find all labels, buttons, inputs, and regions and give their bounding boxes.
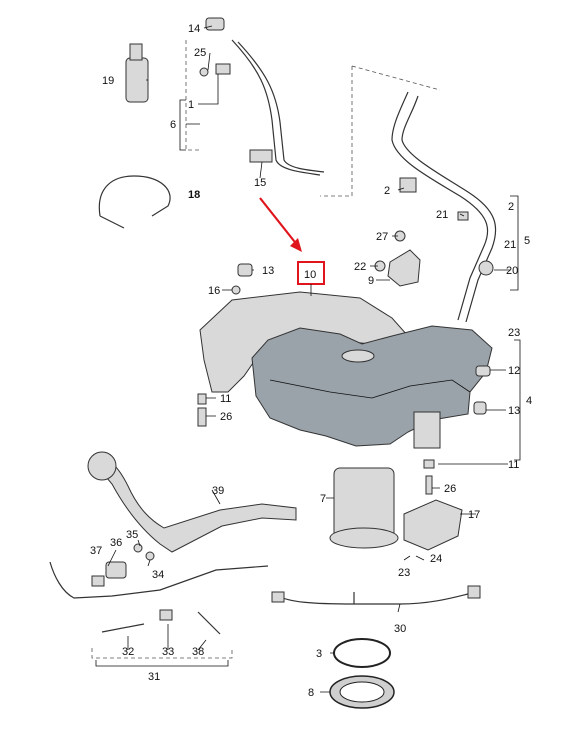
callout-18: 18 xyxy=(188,189,200,201)
callout-19: 19 xyxy=(102,75,114,87)
callout-22: 22 xyxy=(354,261,366,273)
callout-23-bottom: 23 xyxy=(398,567,410,579)
bracket-line-4 xyxy=(514,339,521,461)
callout-7: 7 xyxy=(320,493,326,505)
callout-8: 8 xyxy=(308,687,314,699)
bolt-26-right xyxy=(425,475,433,495)
callout-1: 1 xyxy=(188,99,194,111)
connector-30b xyxy=(467,585,481,599)
part-37 xyxy=(91,575,105,587)
vent-line-upper xyxy=(231,39,321,176)
bolt-25 xyxy=(199,67,209,77)
callout-12: 12 xyxy=(508,365,520,377)
callout-24: 24 xyxy=(430,553,442,565)
callout-37: 37 xyxy=(90,545,102,557)
group-outline-top xyxy=(185,40,441,197)
clamp-35 xyxy=(133,543,143,553)
callout-26-right: 26 xyxy=(444,483,456,495)
bracket-9 xyxy=(387,249,421,287)
filler-neck-cap xyxy=(87,451,117,481)
callout-15: 15 xyxy=(254,177,266,189)
callout-14: 14 xyxy=(188,23,200,35)
connector-30a xyxy=(271,591,285,603)
seal-ring-3 xyxy=(333,638,391,668)
callout-30: 30 xyxy=(394,623,406,635)
callout-34: 34 xyxy=(152,569,164,581)
callout-9: 9 xyxy=(368,275,374,287)
leaders xyxy=(107,25,510,693)
callout-4: 4 xyxy=(526,395,532,407)
callout-39: 39 xyxy=(212,485,224,497)
callout-35: 35 xyxy=(126,529,138,541)
cable-18 xyxy=(98,175,171,229)
fuel-line-right-2 xyxy=(401,95,497,323)
grommet-20 xyxy=(478,260,494,276)
group-outline-31 xyxy=(91,648,233,659)
clamp-34 xyxy=(145,551,155,561)
fuel-tank-ridge xyxy=(269,379,471,399)
fuel-tank-mount-bracket xyxy=(413,411,441,449)
callout-2-upper: 2 xyxy=(384,185,390,197)
nut-16 xyxy=(231,285,241,295)
cap-12 xyxy=(475,365,491,377)
connector-14 xyxy=(205,17,225,31)
vent-hose-assembly xyxy=(49,561,269,599)
callout-33: 33 xyxy=(162,646,174,658)
fuel-pump-7-flange xyxy=(329,527,399,549)
callout-31: 31 xyxy=(148,671,160,683)
callout-11-left: 11 xyxy=(220,393,231,405)
bracket-line-5 xyxy=(510,195,519,291)
callout-36: 36 xyxy=(110,537,122,549)
clip-33 xyxy=(159,609,173,621)
callout-32: 32 xyxy=(122,646,134,658)
callout-23-right: 23 xyxy=(508,327,520,339)
sensor-19 xyxy=(125,57,149,103)
bracket-line-6 xyxy=(179,99,186,151)
sensor-19-cap xyxy=(129,43,143,61)
callout-2-right: 2 xyxy=(508,201,514,213)
sensor-38 xyxy=(197,611,221,635)
callout-21-right: 21 xyxy=(504,239,516,251)
highlight-label: 10 xyxy=(304,269,316,281)
callout-13-left: 13 xyxy=(262,265,274,277)
control-unit-17 xyxy=(403,499,463,551)
clip-2 xyxy=(399,177,417,193)
callout-16: 16 xyxy=(208,285,220,297)
lock-ring-8-inner xyxy=(339,681,385,703)
bracket-32 xyxy=(101,623,145,633)
callout-38: 38 xyxy=(192,646,204,658)
callout-13-right: 13 xyxy=(508,405,520,417)
clip-15 xyxy=(249,149,273,163)
callout-25: 25 xyxy=(194,47,206,59)
fuel-line-right xyxy=(391,91,489,321)
clip-21 xyxy=(457,211,469,221)
bracket-line-31 xyxy=(95,660,229,667)
callout-3: 3 xyxy=(316,648,322,660)
callout-17: 17 xyxy=(468,509,480,521)
bolt-26-left xyxy=(197,407,207,427)
vent-line-upper-2 xyxy=(237,41,325,173)
callout-6: 6 xyxy=(170,119,176,131)
callout-11-right: 11 xyxy=(508,459,519,471)
bolt-11-left xyxy=(197,393,207,405)
grommet-13-left xyxy=(237,263,253,277)
vent-valve-36 xyxy=(105,561,127,579)
grommet-13-right xyxy=(473,401,487,415)
fuel-tank xyxy=(251,325,493,447)
washer-11-right xyxy=(423,459,435,469)
callout-27: 27 xyxy=(376,231,388,243)
clip-1 xyxy=(215,63,231,75)
callout-26-left: 26 xyxy=(220,411,232,423)
callout-20: 20 xyxy=(506,265,518,277)
highlight-arrow xyxy=(259,197,302,252)
callout-21-upper: 21 xyxy=(436,209,448,221)
wiring-harness-30 xyxy=(277,592,469,605)
callout-5: 5 xyxy=(524,235,530,247)
filler-neck-39 xyxy=(91,457,297,553)
fuel-tank-sender-opening xyxy=(341,349,375,363)
